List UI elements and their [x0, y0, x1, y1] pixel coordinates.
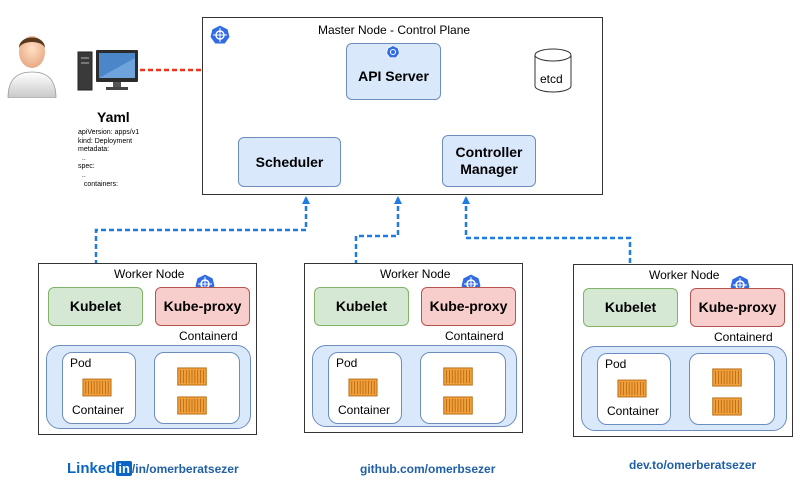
- kubelet-label: Kubelet: [335, 298, 388, 314]
- container-icon: [348, 378, 378, 402]
- yaml-label: Yaml: [97, 109, 130, 125]
- etcd-label: etcd: [540, 72, 563, 86]
- devto-link[interactable]: dev.to/omerberatsezer: [629, 458, 757, 472]
- container-icon: [82, 378, 112, 402]
- controller-manager-line1: Controller: [455, 144, 523, 160]
- kube-proxy-label: Kube-proxy: [163, 298, 242, 314]
- controller-worker3-arrow: [462, 196, 634, 288]
- container-icon: [442, 367, 474, 391]
- yaml-line: ..: [78, 171, 86, 179]
- kube-proxy-label: Kube-proxy: [429, 298, 508, 314]
- kube-proxy[interactable]: Kube-proxy: [690, 288, 785, 327]
- container-icon: [176, 396, 208, 420]
- user-avatar: [4, 28, 60, 99]
- scheduler-worker1-arrow: [92, 196, 310, 286]
- container-runtime-label: Containerd: [714, 330, 773, 344]
- master-worker2-arrow: [352, 196, 402, 286]
- worker-node-title: Worker Node: [649, 268, 720, 282]
- yaml-line: kind: Deployment: [78, 137, 133, 145]
- scheduler[interactable]: Scheduler: [238, 137, 341, 187]
- worker-node-title: Worker Node: [114, 267, 185, 281]
- kubelet[interactable]: Kubelet: [48, 287, 143, 326]
- kube-proxy-label: Kube-proxy: [698, 299, 777, 315]
- container-icon: [711, 368, 743, 392]
- linkedin-brand-text: Linked: [67, 460, 116, 477]
- computer-icon: [76, 48, 140, 94]
- etcd-database[interactable]: [533, 48, 573, 94]
- kube-proxy[interactable]: Kube-proxy: [155, 287, 250, 326]
- container-label: Container: [72, 403, 125, 417]
- kubelet-label: Kubelet: [69, 298, 122, 314]
- kube-proxy[interactable]: Kube-proxy: [421, 287, 516, 326]
- pod[interactable]: [328, 352, 402, 424]
- linkedin-icon: in: [116, 461, 132, 476]
- kubernetes-icon: [209, 24, 231, 51]
- container-label: Container: [338, 403, 391, 417]
- api-server-kubernetes-icon: [386, 45, 400, 64]
- yaml-line: ..: [78, 154, 86, 162]
- kubelet[interactable]: Kubelet: [314, 287, 409, 326]
- controller-manager[interactable]: Controller Manager: [442, 135, 536, 187]
- github-link[interactable]: github.com/omerbsezer: [360, 462, 496, 476]
- container-runtime-label: Containerd: [445, 329, 504, 343]
- container-runtime-label: Containerd: [179, 329, 238, 343]
- pod-label: Pod: [70, 356, 92, 370]
- api-server-label: API Server: [358, 68, 429, 84]
- worker-node-title: Worker Node: [380, 267, 451, 281]
- kubelet[interactable]: Kubelet: [583, 288, 678, 327]
- master-node-title: Master Node - Control Plane: [318, 23, 471, 37]
- pod-label: Pod: [336, 356, 358, 370]
- container-icon: [176, 367, 208, 391]
- controller-manager-line2: Manager: [460, 161, 518, 177]
- container-icon: [617, 379, 647, 403]
- kubelet-label: Kubelet: [604, 299, 657, 315]
- linkedin-path: /in/omerberatsezer: [131, 462, 239, 476]
- scheduler-label: Scheduler: [255, 153, 324, 170]
- container-icon: [442, 396, 474, 420]
- yaml-line: containers:: [78, 180, 119, 188]
- yaml-line: apiVersion: apps/v1: [78, 129, 140, 136]
- yaml-line: spec:: [78, 163, 95, 171]
- pod-label: Pod: [605, 357, 627, 371]
- container-label: Container: [607, 404, 660, 418]
- container-icon: [711, 397, 743, 421]
- yaml-line: metadata:: [78, 146, 110, 154]
